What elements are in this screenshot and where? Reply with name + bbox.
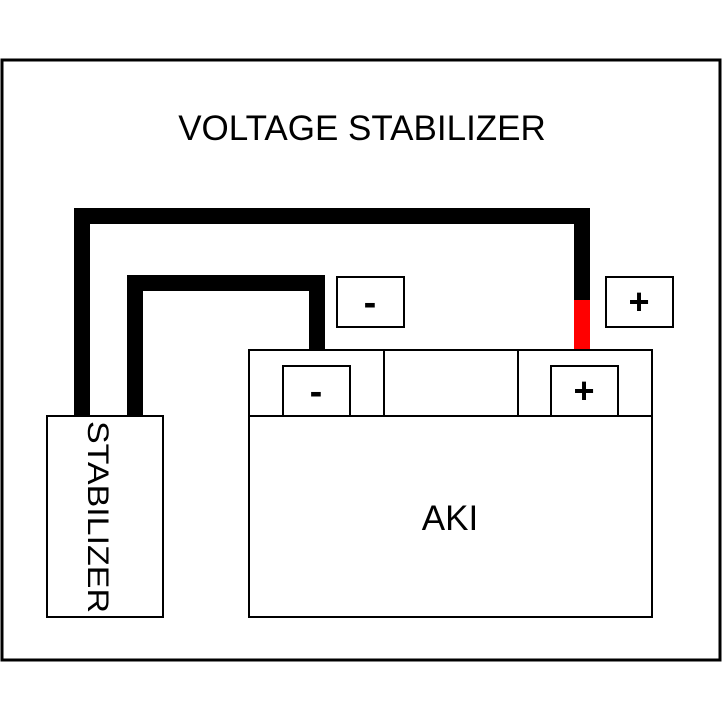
- battery-label: AKI: [422, 499, 478, 538]
- negative-label: -: [364, 282, 377, 324]
- negative-wire: [127, 275, 325, 416]
- stabilizer-box: [46, 415, 164, 618]
- battery-positive-symbol: +: [573, 370, 594, 411]
- diagram-title: VOLTAGE STABILIZER: [178, 109, 546, 148]
- positive-wire: [74, 208, 590, 416]
- stabilizer-label: STABILIZER: [81, 421, 114, 613]
- battery-negative-terminal: [282, 365, 351, 417]
- positive-label: +: [628, 281, 649, 322]
- battery-body: [248, 415, 653, 618]
- battery-positive-terminal: [550, 365, 619, 417]
- positive-label-box: [605, 276, 674, 328]
- negative-label-box: [336, 276, 405, 328]
- battery-negative-symbol: -: [310, 371, 323, 413]
